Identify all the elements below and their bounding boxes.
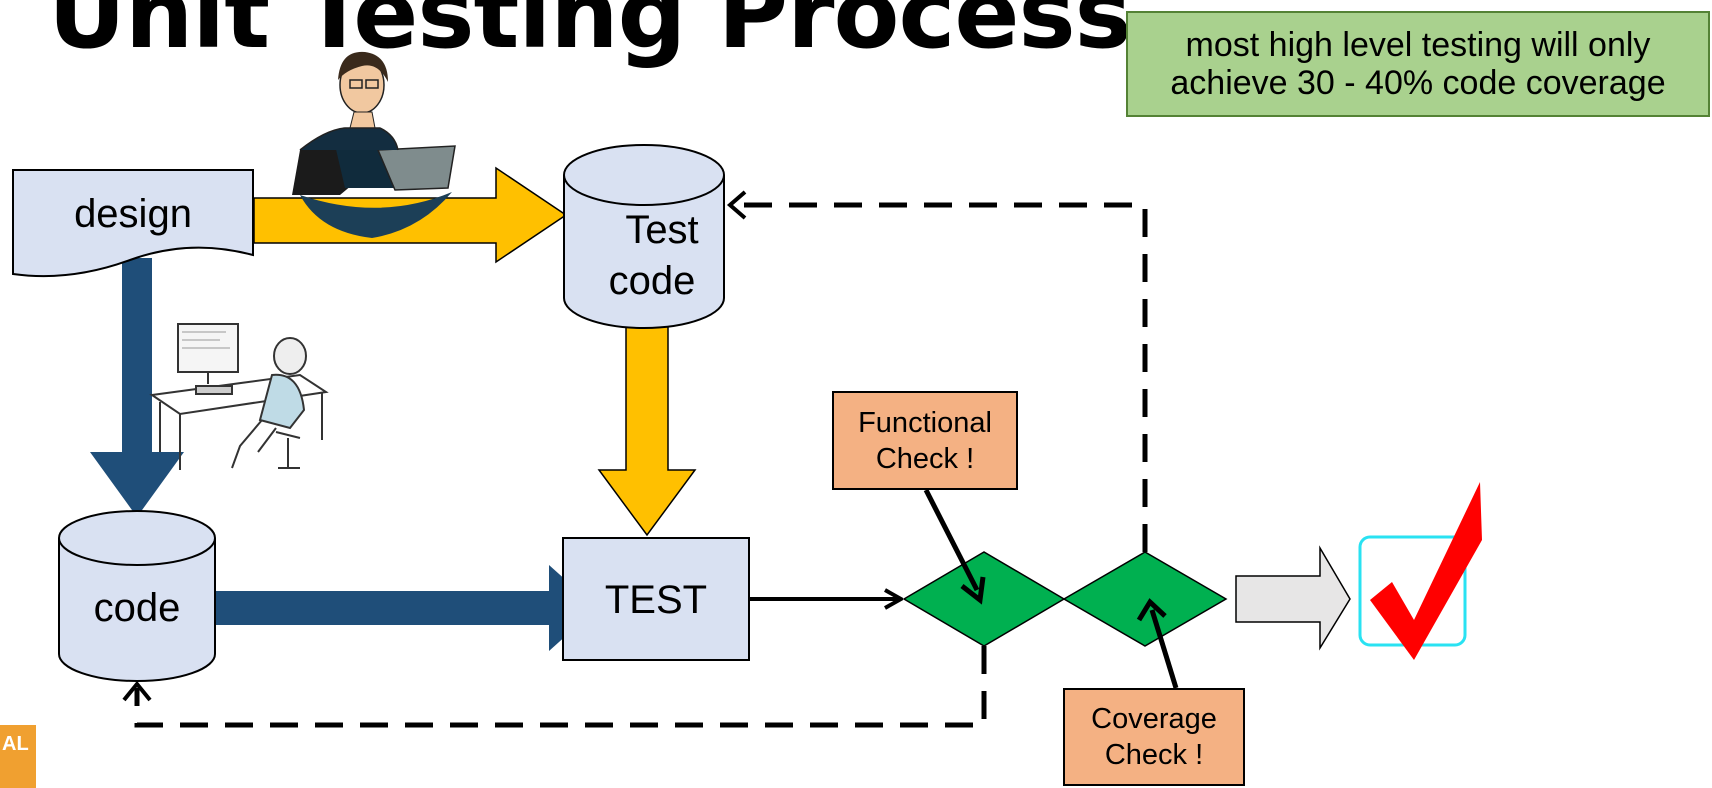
test-label: TEST	[605, 578, 707, 622]
logo-text: AL	[2, 733, 29, 755]
coverage-check-pointer	[1149, 609, 1179, 689]
test-code-label-line1: Test	[625, 208, 698, 252]
checkmark-icon	[1370, 482, 1482, 660]
design-label: design	[74, 192, 192, 236]
page-title: Unit Testing Process	[48, 0, 1132, 70]
functional-check-label: Functional Check !	[832, 391, 1018, 490]
code-to-test-arrow	[216, 565, 597, 651]
coverage-note: most high level testing will only achiev…	[1126, 11, 1710, 117]
test-code-node	[563, 144, 725, 329]
person-with-laptop-icon	[292, 51, 456, 238]
coverage-decision-diamond	[1062, 551, 1228, 647]
design-to-code-arrow	[90, 258, 184, 517]
output-arrow	[1235, 545, 1351, 651]
logo: AL	[0, 725, 36, 788]
coverage-feedback-loop	[728, 202, 1148, 552]
person-at-desk-icon	[149, 323, 329, 470]
coverage-check-label: Coverage Check !	[1063, 688, 1245, 786]
test-node	[562, 537, 750, 661]
testcode-to-test-arrow	[597, 319, 697, 537]
functional-check-pointer	[923, 488, 980, 592]
test-code-label-line2: code	[609, 259, 696, 303]
code-label: code	[94, 586, 181, 630]
functional-decision-diamond	[902, 551, 1066, 647]
functional-feedback-loop	[134, 646, 987, 728]
design-node	[12, 169, 254, 278]
